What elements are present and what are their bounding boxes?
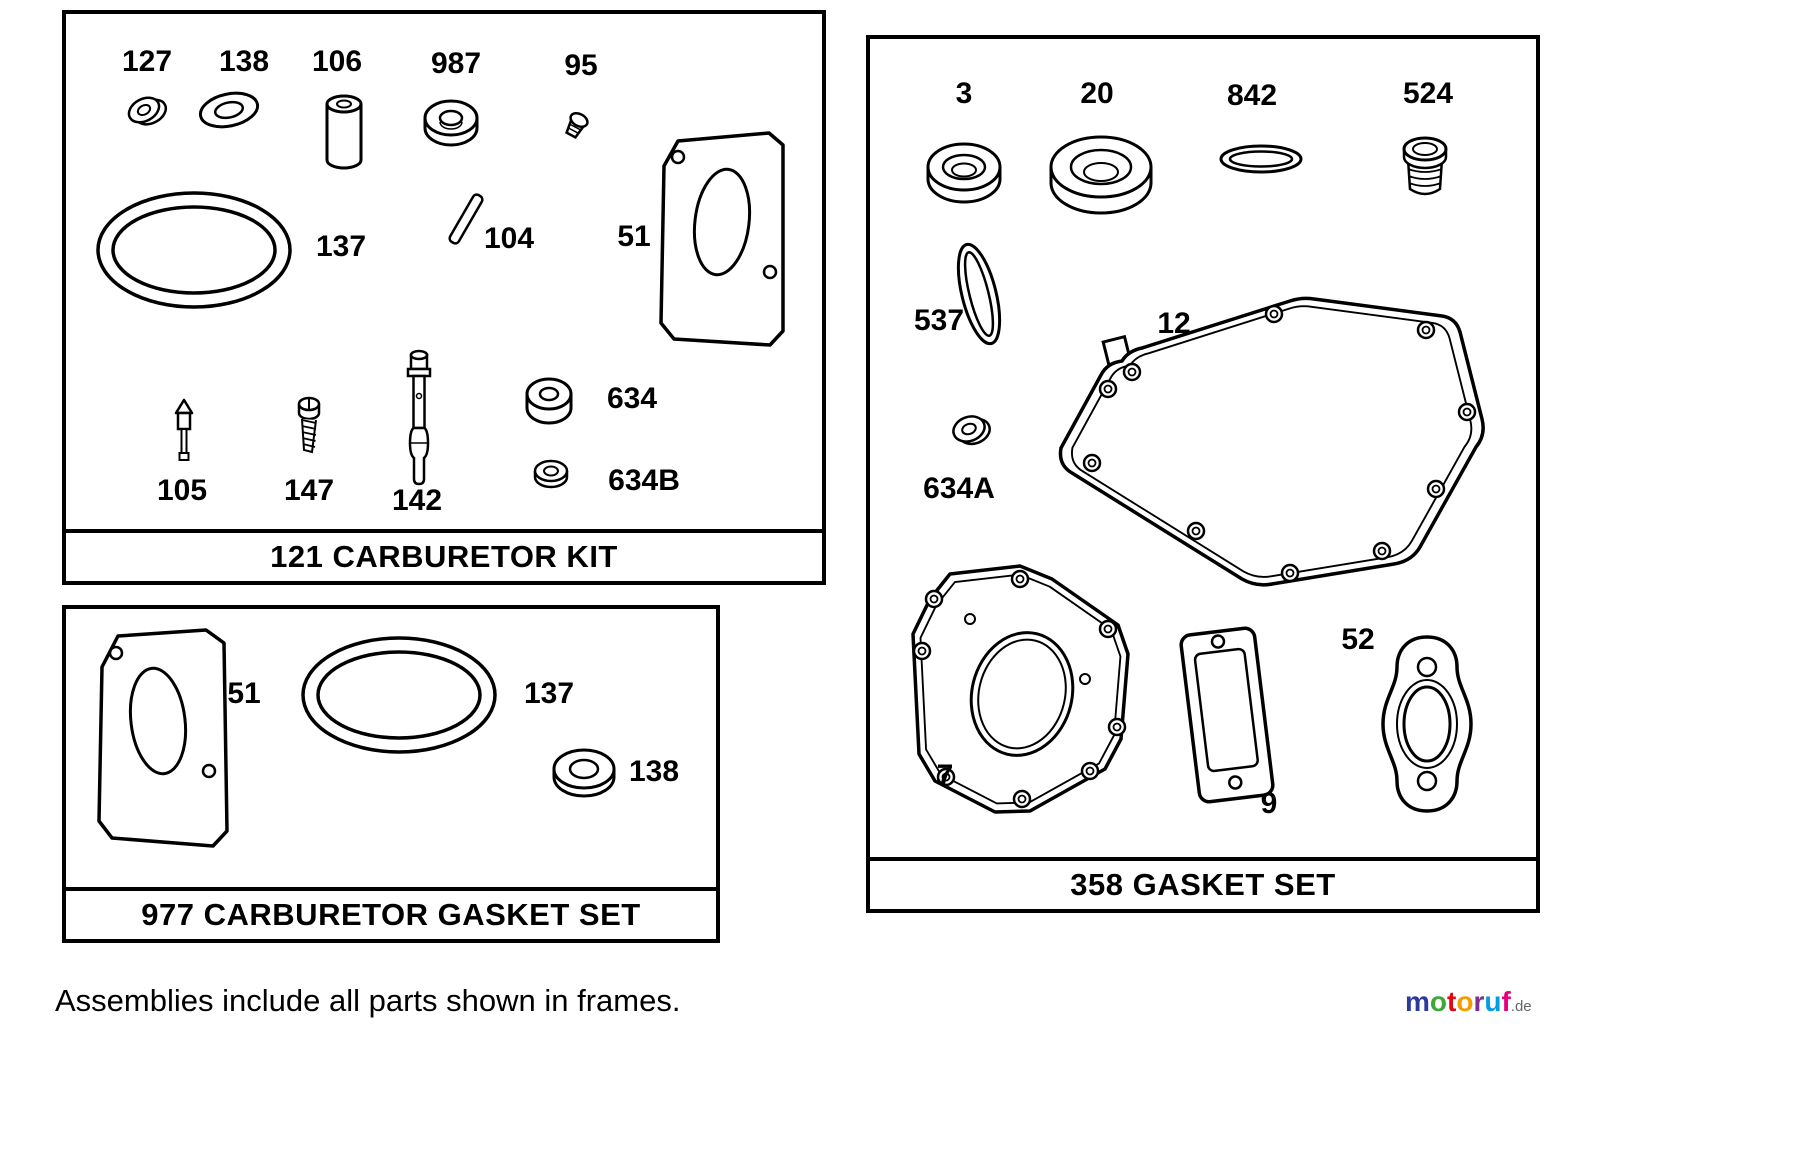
part-label-842: 842 [1226, 79, 1278, 112]
part-label-137: 137 [315, 230, 367, 263]
logo-suffix: .de [1510, 998, 1532, 1015]
frame-gasket-set: 3 20 842 524 537 12 634A 7 9 52 358 GASK… [866, 35, 1540, 913]
part-label-104: 104 [483, 222, 535, 255]
part-label-12: 12 [1157, 307, 1191, 340]
part-104-drawing [448, 193, 484, 245]
part-52-drawing [1381, 635, 1473, 813]
part-95-drawing [565, 111, 589, 139]
part-106-drawing [325, 94, 363, 170]
part-138-drawing [198, 91, 260, 129]
gasket-set-drawing [911, 135, 1485, 814]
frame-caption-carburetor-kit: 121 CARBURETOR KIT [66, 529, 822, 581]
part-label-20: 20 [1080, 77, 1114, 110]
part-987-drawing [423, 99, 479, 147]
part-label-105: 105 [156, 474, 208, 507]
part-label-987: 987 [430, 47, 482, 80]
part-12-drawing [1058, 296, 1485, 587]
part-51-drawing [97, 628, 229, 848]
part-label-7: 7 [936, 759, 954, 792]
part-137-drawing [96, 191, 292, 309]
part-label-138: 138 [628, 755, 680, 788]
part-634b-drawing [533, 459, 569, 489]
part-842-drawing [1219, 144, 1303, 174]
part-105-drawing [174, 398, 194, 461]
part-537-drawing [956, 242, 1002, 346]
part-label-127: 127 [121, 45, 173, 78]
part-138-drawing [552, 748, 616, 798]
part-127-drawing [127, 96, 168, 126]
part-524-drawing [1402, 136, 1448, 196]
assemblies-note: Assemblies include all parts shown in fr… [55, 983, 681, 1018]
logo-letters: motoruf [1405, 986, 1511, 1017]
frame-caption-carburetor-gasket-set: 977 CARBURETOR GASKET SET [66, 887, 716, 939]
part-20-drawing [1049, 135, 1153, 215]
part-634a-drawing [952, 415, 991, 446]
part-7-drawing [911, 564, 1130, 814]
part-label-51: 51 [617, 220, 651, 253]
part-label-138: 138 [218, 45, 270, 78]
frame-carburetor-gasket-set: 51 137 138 977 CARBURETOR GASKET SET [62, 605, 720, 943]
carburetor-gasket-set-drawing [97, 628, 616, 848]
part-label-3: 3 [955, 77, 973, 110]
part-label-51: 51 [227, 677, 261, 710]
part-147-drawing [297, 396, 321, 454]
part-label-9: 9 [1260, 787, 1278, 820]
part-9-drawing [1179, 626, 1275, 804]
part-label-95: 95 [564, 49, 598, 82]
part-label-634a: 634A [923, 472, 995, 505]
part-label-634: 634 [606, 382, 658, 415]
part-label-147: 147 [283, 474, 335, 507]
part-142-drawing [406, 349, 432, 486]
part-label-142: 142 [391, 484, 443, 517]
part-3-drawing [926, 142, 1002, 204]
logo-motoruf: motoruf .de [1405, 988, 1532, 1016]
part-label-537: 537 [913, 304, 965, 337]
part-51-drawing [659, 131, 785, 347]
part-label-634b: 634B [608, 464, 680, 497]
part-label-106: 106 [311, 45, 363, 78]
part-label-524: 524 [1402, 77, 1454, 110]
part-label-137: 137 [523, 677, 575, 710]
carburetor-kit-drawing [96, 91, 785, 489]
part-634-drawing [525, 377, 573, 425]
frame-carburetor-kit: 127 138 106 987 95 137 104 51 105 147 14… [62, 10, 826, 585]
part-137-drawing [301, 636, 497, 754]
frame-caption-gasket-set: 358 GASKET SET [870, 857, 1536, 909]
part-label-52: 52 [1341, 623, 1375, 656]
